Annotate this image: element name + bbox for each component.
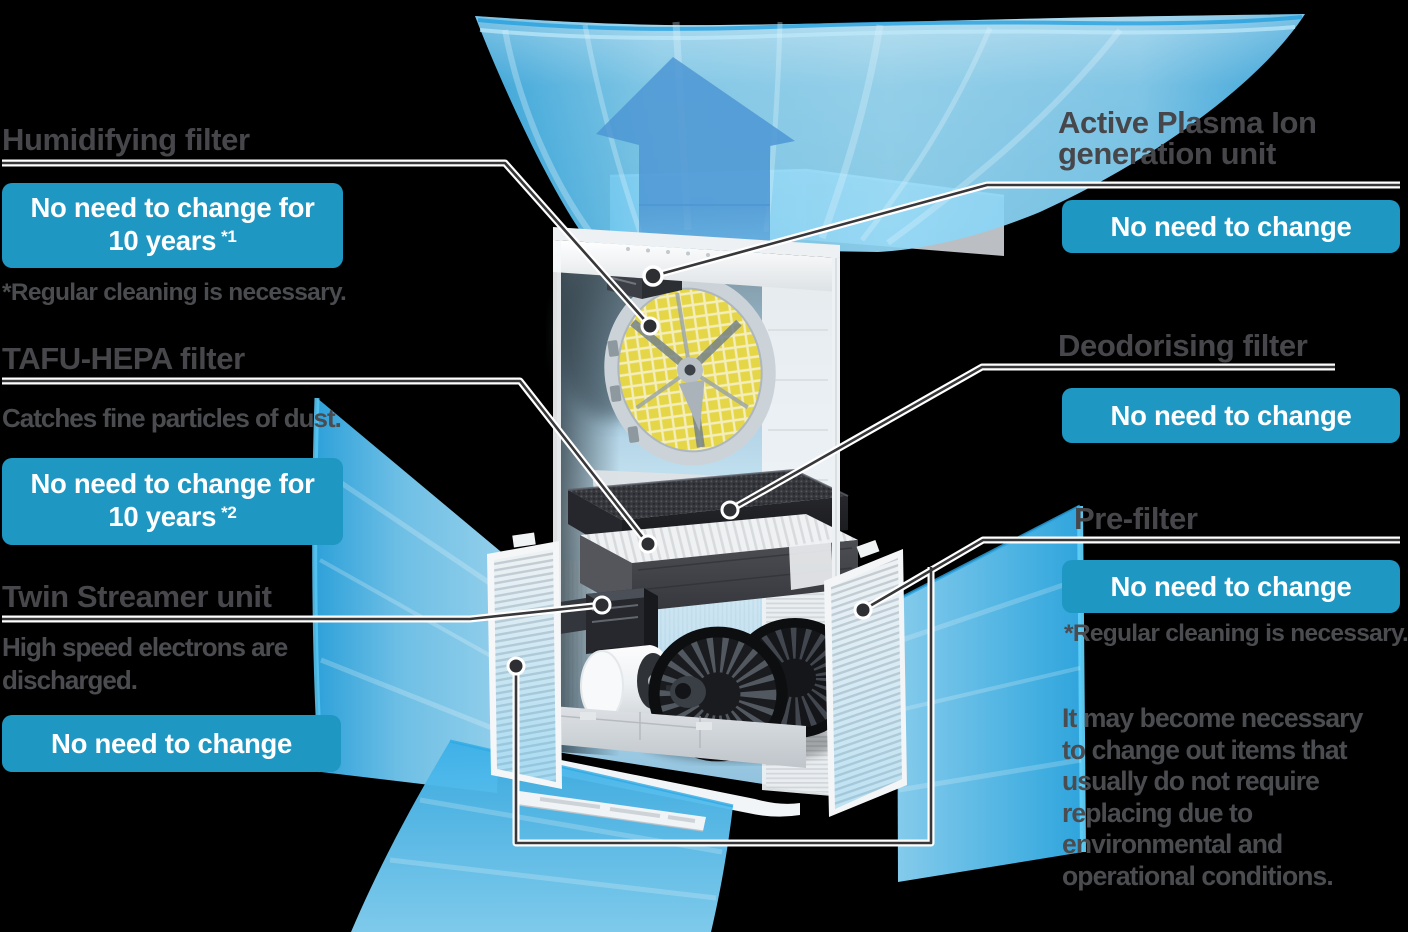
badge-footnote-marker: *2 <box>221 502 237 522</box>
tafu-hepa-filter-title: TAFU-HEPA filter <box>2 341 245 376</box>
leader-line-pre-filter-branch <box>514 567 933 845</box>
disclaimer-line: to change out items that <box>1062 734 1348 765</box>
airflow-right-sheet <box>896 504 1086 882</box>
airflow-bottom-sheet <box>351 739 734 932</box>
leader-dot-twin-streamer-icon <box>592 595 612 615</box>
leader-dot-deodorising-icon <box>720 500 740 520</box>
pre-filter-left-panel <box>487 532 562 789</box>
tafu-hepa-filter-badge: No need to change for 10 years*2 <box>2 458 343 545</box>
leader-dot-humidifying-icon <box>640 316 660 336</box>
airflow-left-sheet <box>312 397 506 793</box>
badge-line: 10 years*1 <box>108 224 237 261</box>
badge-line: No need to change <box>1110 571 1352 602</box>
disclaimer-line: usually do not require <box>1062 766 1320 796</box>
purifier-unit <box>551 227 861 817</box>
disclaimer-line: replacing due to <box>1062 797 1253 828</box>
louvre-strip <box>516 791 706 832</box>
pre-filter-right-panel <box>789 539 907 817</box>
humidifying-filter-badge: No need to change for 10 years*1 <box>2 183 343 268</box>
leader-dot-tafu-hepa-icon <box>638 534 658 554</box>
badge-line: No need to change for <box>30 191 315 223</box>
base-tray <box>552 706 806 768</box>
disclaimer-line: It may become necessary <box>1062 703 1363 733</box>
pre-filter-badge: No need to change <box>1062 560 1400 613</box>
active-plasma-ion-title-line1: Active Plasma Ion <box>1058 105 1317 140</box>
leader-line-active-plasma-ion <box>652 183 1400 278</box>
water-roll <box>580 645 670 744</box>
leader-dot-pre-filter-right-icon <box>853 600 873 620</box>
leader-line-twin-streamer <box>2 603 603 621</box>
twin-streamer-description-line2: discharged. <box>2 665 138 695</box>
airflow-funnel <box>475 14 1305 339</box>
leader-dot-pre-filter-left-icon <box>506 656 526 676</box>
pre-filter-title: Pre-filter <box>1074 501 1198 536</box>
badge-line: No need to change <box>51 728 292 759</box>
pre-filter-note: *Regular cleaning is necessary. <box>1064 620 1408 647</box>
humidifying-filter-note: *Regular cleaning is necessary. <box>2 279 347 306</box>
active-plasma-ion-title-line2: generation unit <box>1058 136 1276 171</box>
leader-dot-active-plasma-ion-icon <box>642 265 664 287</box>
twin-streamer-unit-title: Twin Streamer unit <box>2 579 272 614</box>
disclaimer-line: environmental and <box>1062 829 1283 859</box>
leader-line-humidifying <box>2 161 651 327</box>
humidifying-filter-title: Humidifying filter <box>2 122 250 157</box>
badge-line: No need to change <box>1110 211 1352 242</box>
tafu-hepa-filter-description: Catches fine particles of dust. <box>2 403 342 433</box>
disclaimer-line: operational conditions. <box>1062 860 1334 891</box>
leader-line-deodorising <box>729 365 1335 512</box>
badge-line: No need to change for <box>30 467 315 499</box>
twin-streamer-badge: No need to change <box>2 715 341 772</box>
deodorising-filter-badge: No need to change <box>1062 388 1400 443</box>
disclaimer-paragraph: It may become necessary to change out it… <box>1062 703 1363 892</box>
deodorising-filter-title: Deodorising filter <box>1058 328 1308 363</box>
leader-line-tafu-hepa <box>2 379 650 545</box>
leader-line-pre-filter <box>862 538 1400 612</box>
badge-line: 10 years*2 <box>108 500 237 537</box>
badge-footnote-marker: *1 <box>221 226 237 246</box>
twin-streamer-description-line1: High speed electrons are <box>2 632 288 662</box>
active-plasma-ion-badge: No need to change <box>1062 200 1400 253</box>
leader-lines <box>2 159 1400 847</box>
badge-line: No need to change <box>1110 400 1352 431</box>
